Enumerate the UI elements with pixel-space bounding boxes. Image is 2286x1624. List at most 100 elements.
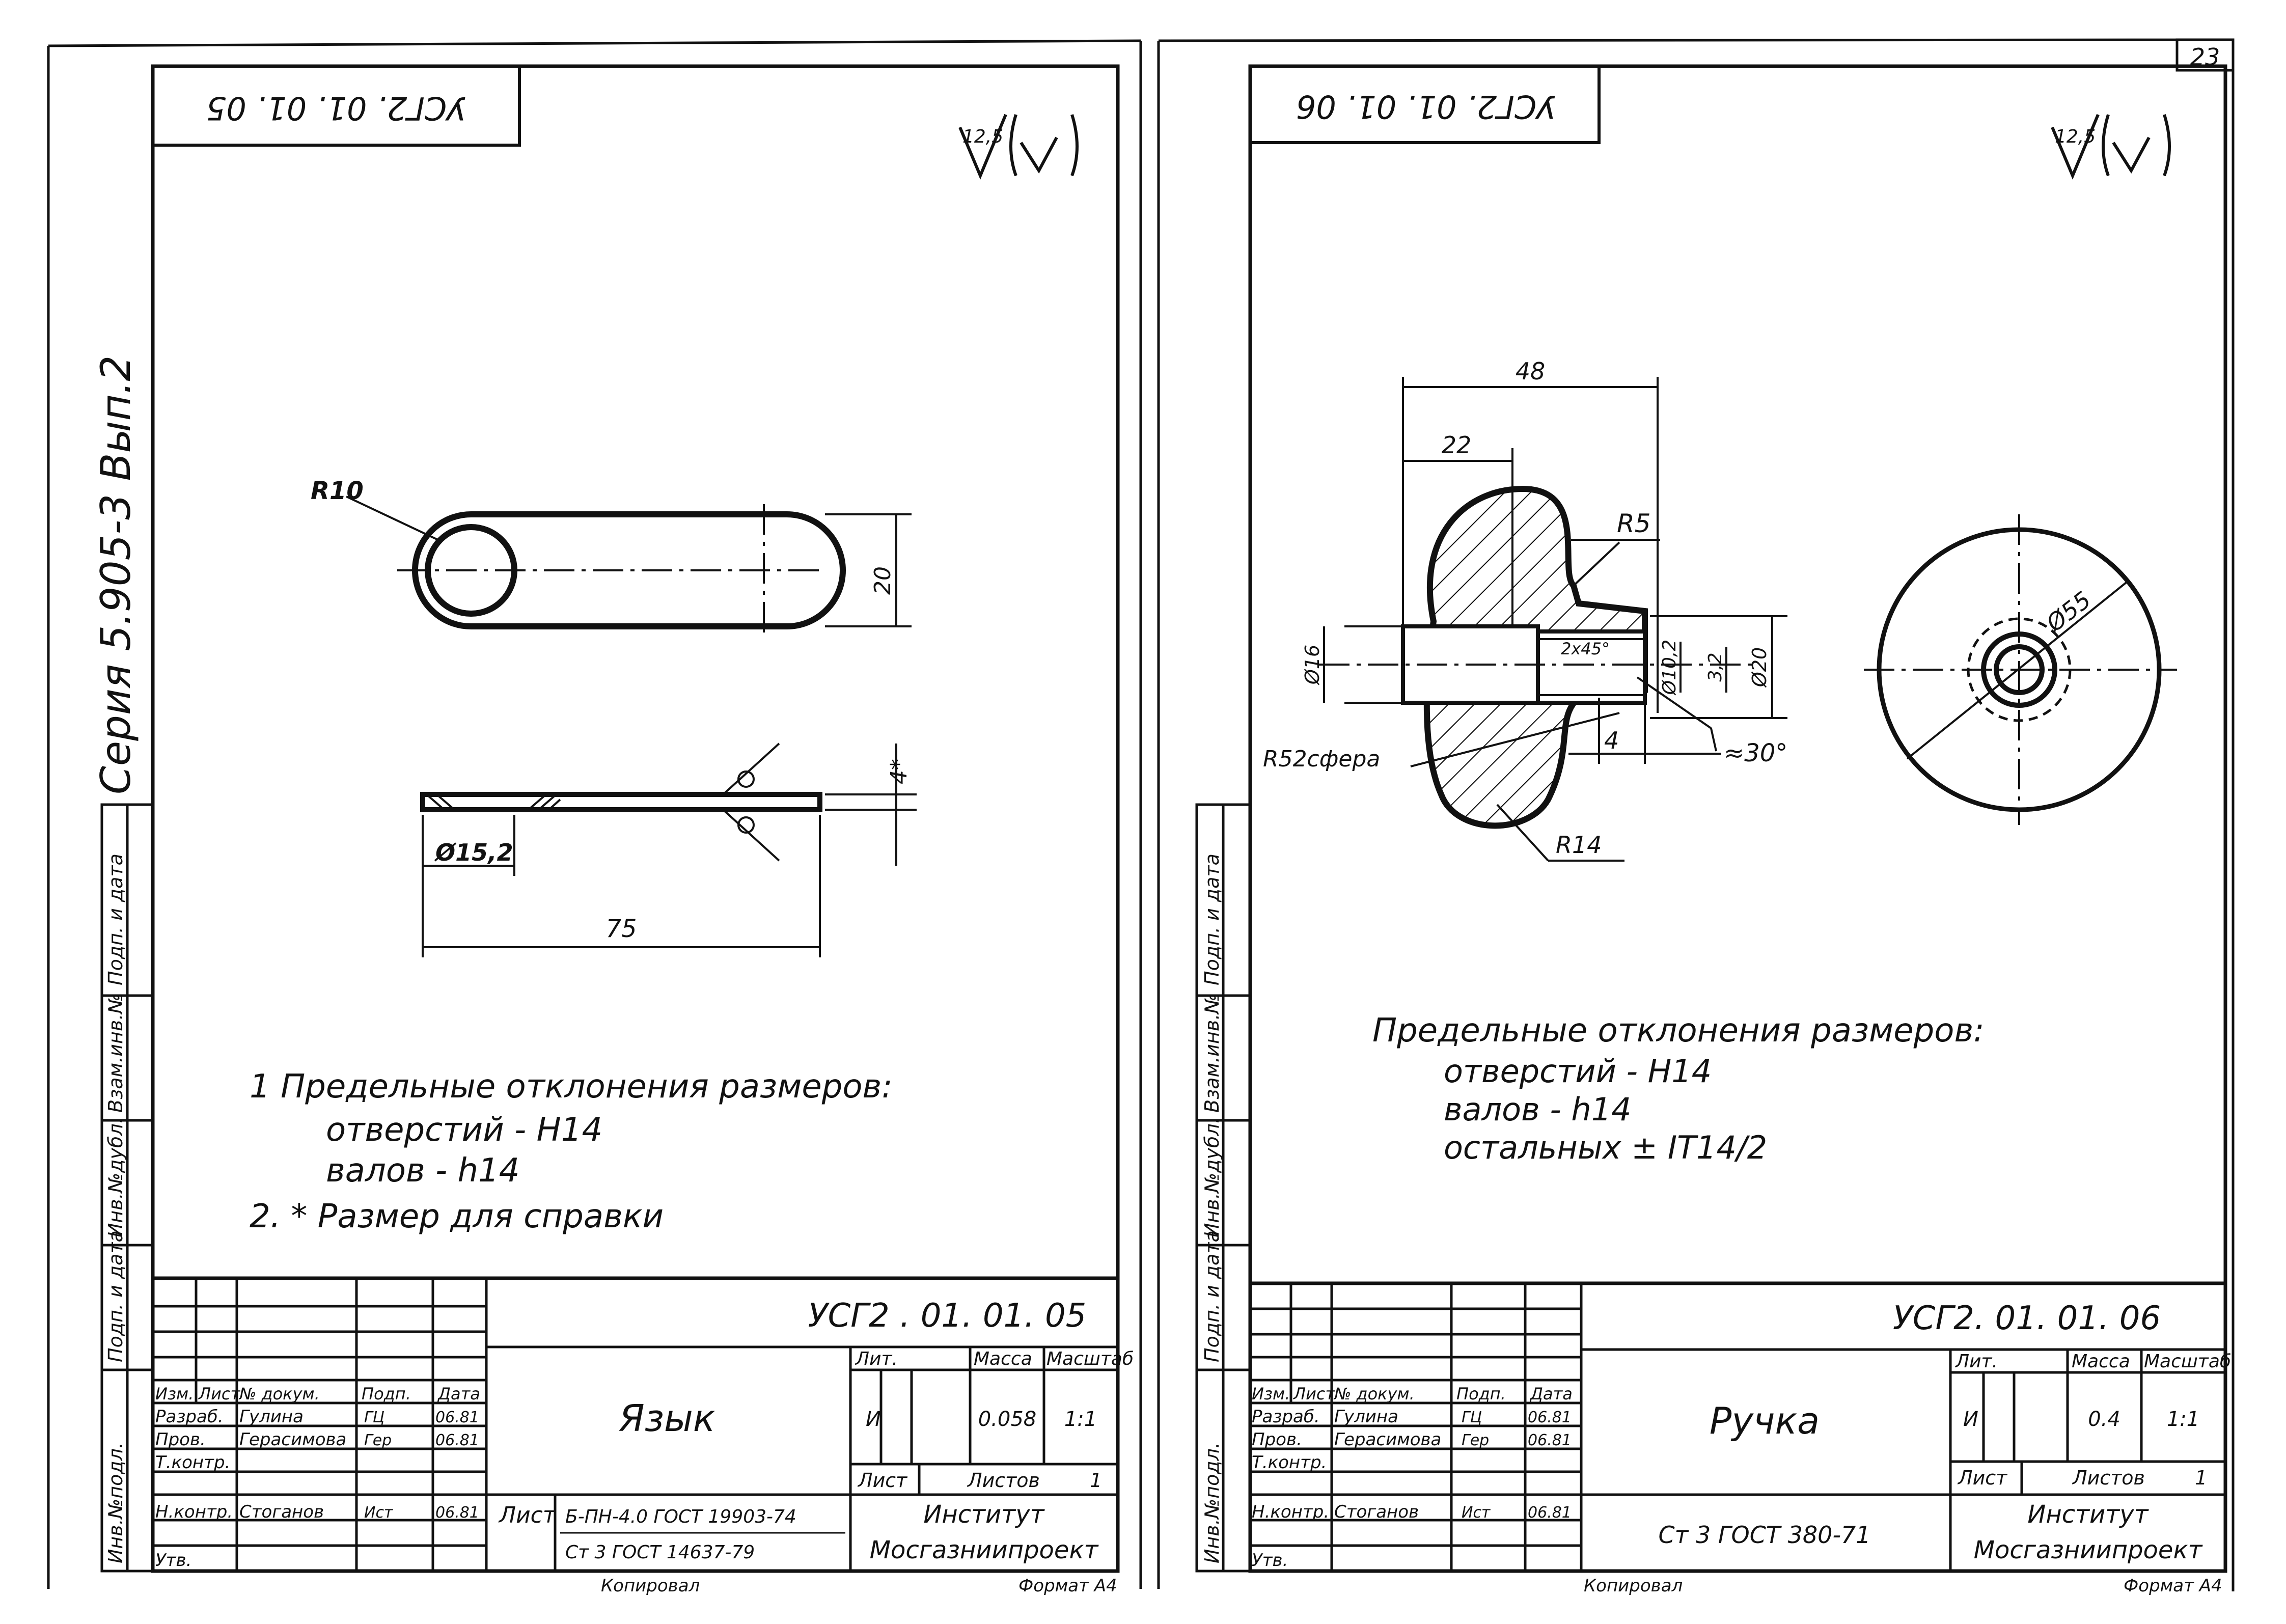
tb-right-sign-1: Гер — [1462, 1432, 1489, 1449]
tb-left-sheets-value: 1 — [1090, 1469, 1102, 1492]
footer-left-copy: Копировал — [601, 1576, 700, 1596]
tb-right-material: Ст 3 ГОСТ 380-71 — [1658, 1521, 1870, 1549]
side-label-r2: Взам.инв.№ — [1201, 994, 1223, 1113]
tb-right-date-0: 06.81 — [1528, 1409, 1572, 1426]
title-block-left — [151, 1276, 1120, 1573]
tb-left-name: Язык — [619, 1397, 715, 1440]
tb-left-role-4: Утв. — [155, 1550, 191, 1571]
tb-right-lit-hdr: Лит. — [1954, 1351, 1998, 1372]
dim-r-small: R5 — [1617, 509, 1651, 538]
side-label-0: Инв.№подл. — [104, 1442, 127, 1563]
tb-right-person-1: Герасимова — [1334, 1429, 1441, 1450]
note-4-left: 2. * Размер для справки — [250, 1198, 664, 1235]
dim-overall: 48 — [1516, 357, 1546, 385]
side-label-r4: Подп. и дата — [1201, 1230, 1223, 1362]
tb-left-material-1: Б-ПН-4.0 ГОСТ 19903-74 — [565, 1506, 796, 1527]
side-label-4: Подп. и дата — [104, 1230, 127, 1362]
tb-left-date-0: 06.81 — [435, 1409, 479, 1426]
tb-right-sign-3: Ист — [1462, 1504, 1491, 1522]
dim-height: 20 — [870, 566, 896, 595]
tb-right-person-0: Гулина — [1334, 1407, 1398, 1427]
page-number-box — [2175, 38, 2235, 72]
tb-right-org-1: Институт — [2027, 1500, 2149, 1529]
tb-right-sheets-label: Листов — [2072, 1467, 2145, 1489]
tb-right-mass-hdr: Масса — [2072, 1351, 2130, 1372]
tb-right-mass: 0.4 — [2088, 1408, 2120, 1431]
tb-right-role-1: Пров. — [1252, 1429, 1302, 1450]
tb-left-material-2: Ст 3 ГОСТ 14637-79 — [565, 1542, 755, 1563]
tb-left-lit-hdr: Лит. — [855, 1348, 898, 1369]
dim-step: 4 — [1604, 727, 1619, 754]
tb-left-hdr-list: Лист — [198, 1384, 240, 1403]
tb-left-person-1: Герасимова — [239, 1429, 346, 1450]
tb-right-sheets-value: 1 — [2195, 1467, 2207, 1489]
tb-right-date-1: 06.81 — [1528, 1432, 1572, 1449]
dim-head: 22 — [1442, 431, 1472, 459]
tb-left-mass-hdr: Масса — [974, 1348, 1032, 1369]
tb-right-lit: И — [1963, 1408, 1978, 1431]
side-label-1: Подп. и дата — [104, 854, 127, 985]
tb-left-role-1: Пров. — [155, 1429, 206, 1450]
tb-left-sign-3: Ист — [364, 1504, 394, 1522]
tb-right-doc-code: УСГ2. 01. 01. 06 — [1893, 1300, 2161, 1337]
tb-left-org-2: Мосгазниипроект — [870, 1536, 1099, 1564]
tb-right-hdr-date: Дата — [1529, 1384, 1573, 1403]
footer-right-copy: Копировал — [1584, 1576, 1683, 1596]
dim-length: 75 — [605, 915, 637, 943]
page-frame — [47, 38, 2235, 1591]
tb-right-role-4: Утв. — [1252, 1550, 1288, 1571]
tb-right-sheet-label: Лист — [1957, 1467, 2008, 1489]
roughness-symbol-right — [2051, 114, 2171, 180]
side-label-2: Взам.инв.№ — [104, 994, 127, 1113]
dim-sphere: R52сфера — [1263, 746, 1380, 772]
tb-left-role-0: Разраб. — [155, 1407, 224, 1427]
tb-right-scale: 1:1 — [2167, 1408, 2199, 1431]
note-3-left: валов - h14 — [326, 1152, 520, 1190]
note-1-left: 1 Предельные отклонения размеров: — [250, 1068, 893, 1106]
tb-left-role-2: Т.контр. — [155, 1452, 230, 1473]
tb-right-role-0: Разраб. — [1252, 1407, 1320, 1427]
tb-left-hdr-izm: Изм. — [155, 1384, 194, 1403]
side-label-3: Инв.№дубл. — [104, 1117, 127, 1237]
dim-chamfer: 2x45° — [1561, 639, 1610, 658]
roughness-value-right: 12,5 — [2055, 126, 2096, 147]
tb-right-hdr-list: Лист — [1293, 1384, 1335, 1403]
handle-dimension-lines — [1319, 377, 1787, 862]
dim-radius: R10 — [311, 477, 364, 505]
tb-left-date-1: 06.81 — [435, 1432, 479, 1449]
tb-left-sign-1: Гер — [364, 1432, 392, 1449]
tb-left-sheets-label: Листов — [967, 1469, 1040, 1492]
tb-left-person-0: Гулина — [239, 1407, 304, 1427]
tb-left-date-3: 06.81 — [435, 1504, 479, 1522]
sheet-left: УСГ2. 01. 01. 05 12,5 Серия 5.905-3 Вып.… — [92, 64, 1134, 1596]
code-rotated-right: УСГ2. 01. 01. 06 — [1296, 88, 1556, 125]
tb-right-role-3: Н.контр. — [1252, 1502, 1329, 1522]
footer-right-format: Формат А4 — [2124, 1576, 2222, 1596]
tb-right-role-2: Т.контр. — [1252, 1452, 1327, 1473]
dim-bore: Ø10,2 — [1659, 640, 1680, 696]
dim-angle: ≈30° — [1724, 739, 1787, 767]
roughness-value-left: 12,5 — [962, 126, 1003, 147]
tb-left-mass: 0.058 — [978, 1408, 1037, 1431]
tb-left-sheet-label: Лист — [857, 1469, 908, 1492]
dim-thread: 3,2 — [1705, 652, 1726, 681]
tb-left-hdr-date: Дата — [437, 1384, 480, 1403]
side-label-r3: Инв.№дубл. — [1201, 1117, 1223, 1237]
tb-right-person-3: Стоганов — [1334, 1502, 1419, 1522]
code-box-right — [1249, 65, 1601, 144]
tb-left-scale: 1:1 — [1064, 1408, 1097, 1431]
side-label-r0: Инв.№подл. — [1201, 1442, 1223, 1563]
tb-left-lit: И — [866, 1408, 881, 1431]
tb-left-material-prefix: Лист — [498, 1502, 557, 1528]
code-rotated-left: УСГ2. 01. 01. 05 — [206, 90, 466, 127]
dim-shank: Ø20 — [1748, 647, 1771, 688]
tb-left-hdr-doc: № докум. — [238, 1384, 320, 1403]
tb-left-role-3: Н.контр. — [155, 1502, 233, 1522]
note-4-right: остальных ± IT14/2 — [1444, 1129, 1767, 1166]
dim-r-large: R14 — [1556, 831, 1602, 859]
tb-left-org-1: Институт — [923, 1500, 1045, 1529]
title-block-right — [1248, 1281, 2227, 1573]
tb-right-date-3: 06.81 — [1528, 1504, 1572, 1522]
side-label-r1: Подп. и дата — [1201, 854, 1223, 985]
